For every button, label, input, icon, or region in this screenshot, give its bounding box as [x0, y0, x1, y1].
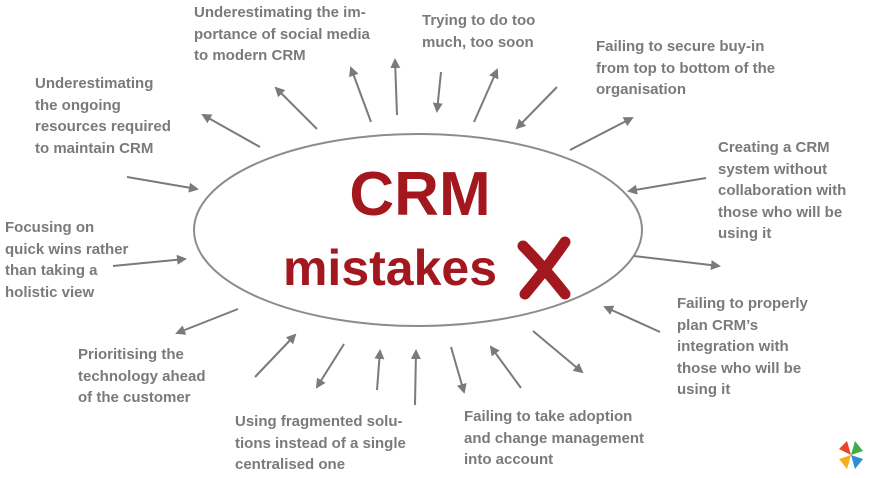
center-title-mistakes: mistakes: [282, 240, 498, 296]
central-ellipse: [193, 133, 643, 327]
label-buy-in: Failing to secure buy-in from top to bot…: [596, 38, 776, 98]
label-social-media: Underestimating the im- portance of soci…: [194, 4, 370, 64]
arrow: [489, 345, 522, 389]
colorful-pinwheel-logo-icon: [839, 441, 863, 469]
arrow: [603, 305, 661, 333]
label-integration: Failing to properly plan CRM’s integrati…: [677, 295, 808, 398]
arrow: [432, 71, 443, 113]
arrow: [410, 349, 421, 406]
arrow: [112, 254, 187, 267]
arrow: [126, 176, 199, 193]
arrows-outward: [175, 58, 721, 406]
arrow: [201, 114, 261, 148]
arrow: [274, 86, 318, 130]
arrow: [515, 86, 558, 130]
label-collaboration: Creating a CRM system without collaborat…: [718, 139, 847, 242]
label-quick-wins: Focusing on quick wins rather than takin…: [5, 219, 129, 301]
arrow: [374, 349, 385, 391]
label-too-much-too-soon: Trying to do too much, too soon: [422, 12, 536, 51]
arrows-inward: [112, 71, 707, 391]
label-ongoing-resources: Underestimating the ongoing resources re…: [35, 75, 171, 157]
arrow: [532, 330, 584, 374]
arrow: [175, 308, 239, 335]
arrow: [450, 346, 467, 394]
arrow: [473, 68, 499, 123]
red-cross-icon: [517, 236, 571, 300]
arrow: [315, 343, 345, 389]
label-technology-ahead: Prioritising the technology ahead of the…: [78, 346, 206, 406]
label-fragmented-solutions: Using fragmented solu- tions instead of …: [235, 413, 406, 473]
arrow: [569, 117, 634, 151]
label-adoption: Failing to take adoption and change mana…: [464, 408, 645, 468]
arrow: [390, 58, 401, 116]
arrow: [254, 333, 297, 378]
arrow: [633, 255, 721, 271]
arrow: [349, 66, 372, 123]
center-title-crm: CRM: [349, 160, 491, 229]
arrow: [627, 177, 707, 195]
